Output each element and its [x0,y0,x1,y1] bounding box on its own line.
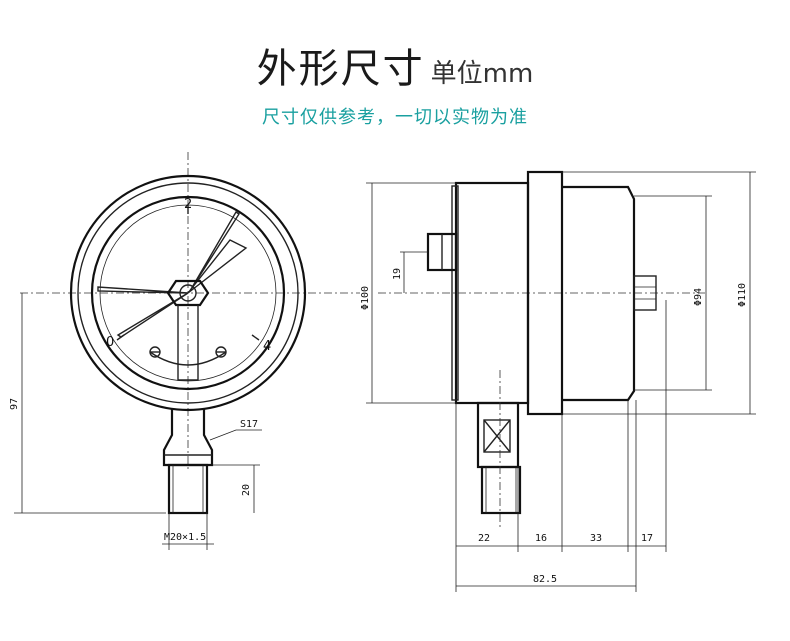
dim-total-82-5: 82.5 [533,574,557,585]
wrench-leader [209,429,262,441]
center-hub-bolt [179,284,197,302]
dim-offset-19: 19 [392,268,403,280]
side-view: Φ100 19 Φ94 Φ110 22 16 33 17 82.5 [360,170,756,592]
dim-phi-110: Φ110 [737,283,748,307]
bezel-ring-side [526,170,564,416]
dial-ring [90,195,286,391]
contact-needle-lower [116,292,189,338]
tick-right [251,334,260,341]
scale-label-2: 2 [184,197,192,212]
header: 外形尺寸单位mm [0,36,790,94]
front-glass-section [562,185,636,402]
scale-label-4: 4 [263,339,271,354]
unit-label: 单位mm [430,59,534,89]
dim-phi-100: Φ100 [360,286,371,310]
dim-16: 16 [535,533,547,544]
outer-bezel [69,174,307,412]
thread-body [167,463,209,515]
contact-needle-upper [189,211,240,292]
front-view: 2 0 4 97 20 S17 [9,152,360,550]
dim-22: 22 [478,533,490,544]
thread-spec: M20×1.5 [164,532,206,543]
side-thread [480,465,522,515]
bezel-inner-ring [77,182,299,404]
dim-height-97: 97 [9,398,20,410]
hex-cross-2 [483,419,511,453]
page-title: 外形尺寸 [256,46,425,92]
front-nut [633,275,657,311]
hex-face [483,419,511,453]
center-hub-hex [166,279,210,307]
dim-33: 33 [590,533,602,544]
disclaimer-subtitle: 尺寸仅供参考，一切以实物为准 [262,107,528,128]
contact-needle-left [97,286,189,294]
dim-phi-94: Φ94 [693,288,704,306]
pointer-needle [187,239,248,294]
wrench-size-s17: S17 [240,419,258,430]
case-back-rim [451,185,459,401]
dim-thread-height-20: 20 [241,484,252,496]
dim-17: 17 [641,533,653,544]
scale-label-0: 0 [106,335,114,350]
hub-support [177,305,199,381]
